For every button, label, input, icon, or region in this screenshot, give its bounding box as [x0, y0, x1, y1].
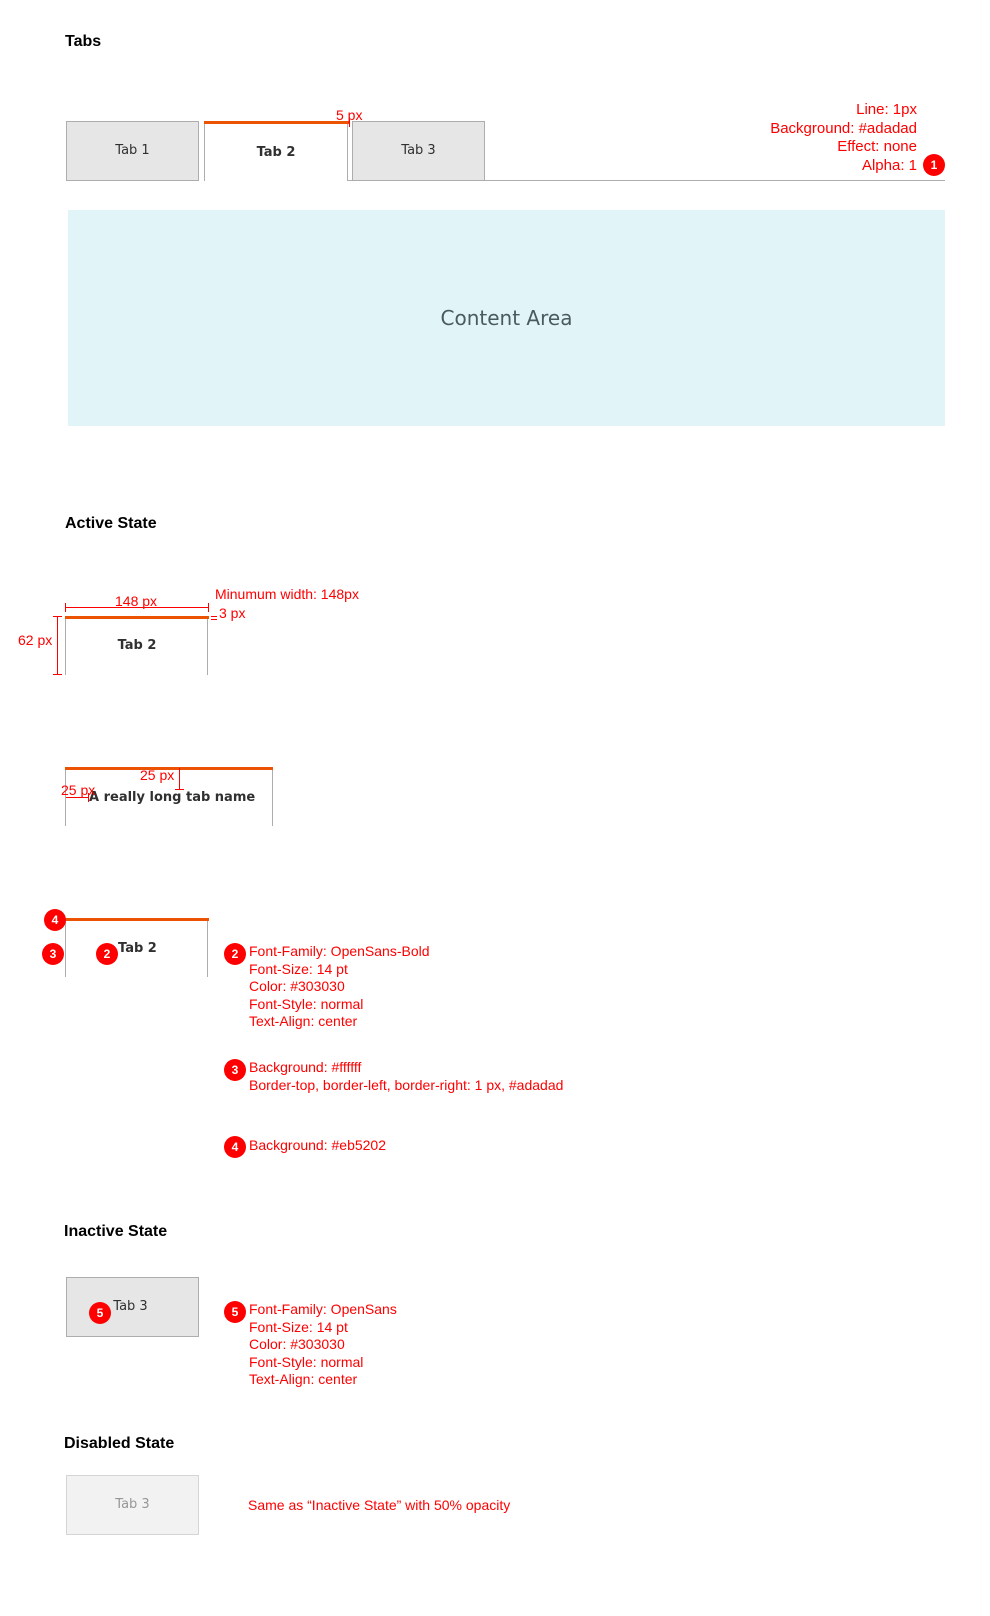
active-state-heading: Active State — [65, 515, 157, 532]
long-tab-bar — [65, 767, 273, 770]
marker-4: 4 — [44, 909, 66, 931]
active-font-spec: Font-Family: OpenSans-Bold Font-Size: 14… — [249, 943, 430, 1029]
tab-label: Tab 3 — [113, 1299, 148, 1314]
tab-2[interactable]: Tab 2 — [204, 121, 348, 181]
bar-height-label: 3 px — [219, 605, 246, 621]
top-pad-line — [179, 768, 180, 790]
left-pad-tick — [88, 793, 89, 802]
marker-5-spec: 5 — [224, 1301, 246, 1323]
marker-2-spec: 2 — [224, 943, 246, 965]
tab-label: Tab 3 — [401, 143, 436, 158]
active-tab-example — [65, 616, 208, 675]
gap-tick — [349, 119, 350, 127]
content-area-label: Content Area — [440, 306, 573, 330]
active-bg-spec: Background: #ffffff Border-top, border-l… — [249, 1059, 564, 1093]
long-tab-left-pad-label: 25 px — [61, 782, 96, 798]
marker-1: 1 — [923, 154, 945, 176]
tab-1[interactable]: Tab 1 — [66, 121, 199, 181]
width-dim-tick-right — [208, 603, 209, 612]
inactive-tab-example: Tab 3 — [66, 1277, 199, 1337]
marker-3-spec: 3 — [224, 1059, 246, 1081]
annotated-tab-bar — [65, 918, 209, 921]
inactive-font-spec: Font-Family: OpenSans Font-Size: 14 pt C… — [249, 1301, 397, 1387]
height-dim-tick-bottom — [53, 674, 62, 675]
top-pad-tick — [175, 789, 184, 790]
tab-baseline — [347, 180, 945, 181]
tab-label: Tab 1 — [115, 143, 150, 158]
marker-2: 2 — [96, 943, 118, 965]
bar-height-tick — [211, 616, 217, 617]
marker-4-spec: 4 — [224, 1136, 246, 1158]
long-tab-top-pad-label: 25 px — [140, 767, 175, 783]
long-tab-label: A really long tab name — [89, 790, 256, 805]
min-width-label: Minumum width: 148px — [215, 586, 359, 602]
width-dim-tick-left — [65, 603, 66, 612]
disabled-state-heading: Disabled State — [64, 1435, 175, 1452]
disabled-tab-example: Tab 3 — [66, 1475, 199, 1535]
tabs-heading: Tabs — [65, 33, 102, 50]
inactive-state-heading: Inactive State — [64, 1223, 168, 1240]
bar-spec: Background: #eb5202 — [249, 1137, 386, 1153]
gap-annotation: 5 px — [336, 107, 363, 123]
tab-3[interactable]: Tab 3 — [352, 121, 485, 181]
marker-5: 5 — [89, 1302, 111, 1324]
marker-3: 3 — [42, 943, 64, 965]
tab-label: Tab 3 — [115, 1497, 150, 1512]
height-dim-label: 62 px — [18, 632, 53, 648]
left-pad-line — [66, 797, 88, 798]
long-tab-example — [65, 767, 273, 826]
content-area: Content Area — [68, 210, 945, 426]
bar-height-tick-2 — [211, 619, 217, 620]
active-tab-bar — [204, 121, 350, 124]
active-tab-example-label: Tab 2 — [117, 638, 157, 653]
active-tab-example-bar — [65, 616, 209, 619]
height-dim-line — [57, 616, 58, 675]
line-notes: Line: 1px Background: #adadad Effect: no… — [770, 101, 917, 174]
annotated-tab-example — [65, 918, 208, 977]
width-dim-label: 148 px — [115, 593, 158, 609]
disabled-note: Same as “Inactive State” with 50% opacit… — [248, 1497, 511, 1513]
height-dim-tick-top — [53, 616, 62, 617]
tab-label: Tab 2 — [256, 145, 296, 160]
width-dim-line — [65, 607, 209, 608]
annotated-tab-label: Tab 2 — [118, 941, 157, 956]
